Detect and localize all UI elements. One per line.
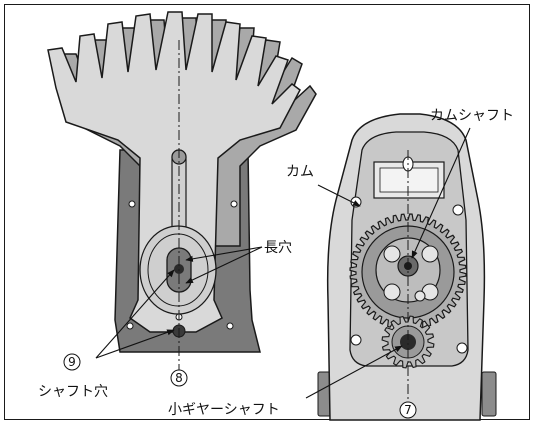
marker-8: 8 <box>170 369 188 387</box>
long-hole-leader-1 <box>185 246 263 262</box>
small-gear-shaft-label: 小ギヤーシャフト <box>168 402 280 418</box>
marker-7-text: 7 <box>404 403 412 417</box>
screw-hole <box>456 342 468 354</box>
cam-shaft-label: カムシャフト <box>430 108 514 124</box>
cam-label: カム <box>286 164 314 180</box>
mount-hole <box>126 322 134 330</box>
cam-hole <box>421 245 439 263</box>
small-gear-shaft <box>400 334 416 350</box>
mount-hole <box>226 322 234 330</box>
screw-hole <box>452 204 464 216</box>
marker-9-text: 9 <box>68 355 76 369</box>
small-gear-shaft-leader <box>305 345 403 399</box>
cam-hole <box>383 245 401 263</box>
inner-oval-ring <box>147 233 209 307</box>
blade-assembly <box>47 11 317 370</box>
shaft-hole-leader-1 <box>95 269 175 359</box>
marker-9: 9 <box>63 353 81 371</box>
screw-hole <box>350 334 362 346</box>
shaft-hole-label: シャフト穴 <box>38 384 108 400</box>
marker-7: 7 <box>399 401 417 419</box>
cam-shaft-leader <box>411 127 471 259</box>
shaft-hole-leader-2 <box>95 329 175 359</box>
cam-hole <box>414 290 426 302</box>
cam-hole <box>383 283 401 301</box>
side-boss-right <box>481 371 497 417</box>
marker-8-text: 8 <box>175 371 183 385</box>
long-hole-label: 長穴 <box>264 240 292 256</box>
top-recess-inner <box>379 167 439 193</box>
long-hole-leader-2 <box>185 246 263 284</box>
leader-lines <box>95 127 471 399</box>
mount-hole <box>230 200 238 208</box>
mount-hole <box>128 200 136 208</box>
gear-housing <box>317 113 497 421</box>
cam-leader <box>317 184 361 207</box>
